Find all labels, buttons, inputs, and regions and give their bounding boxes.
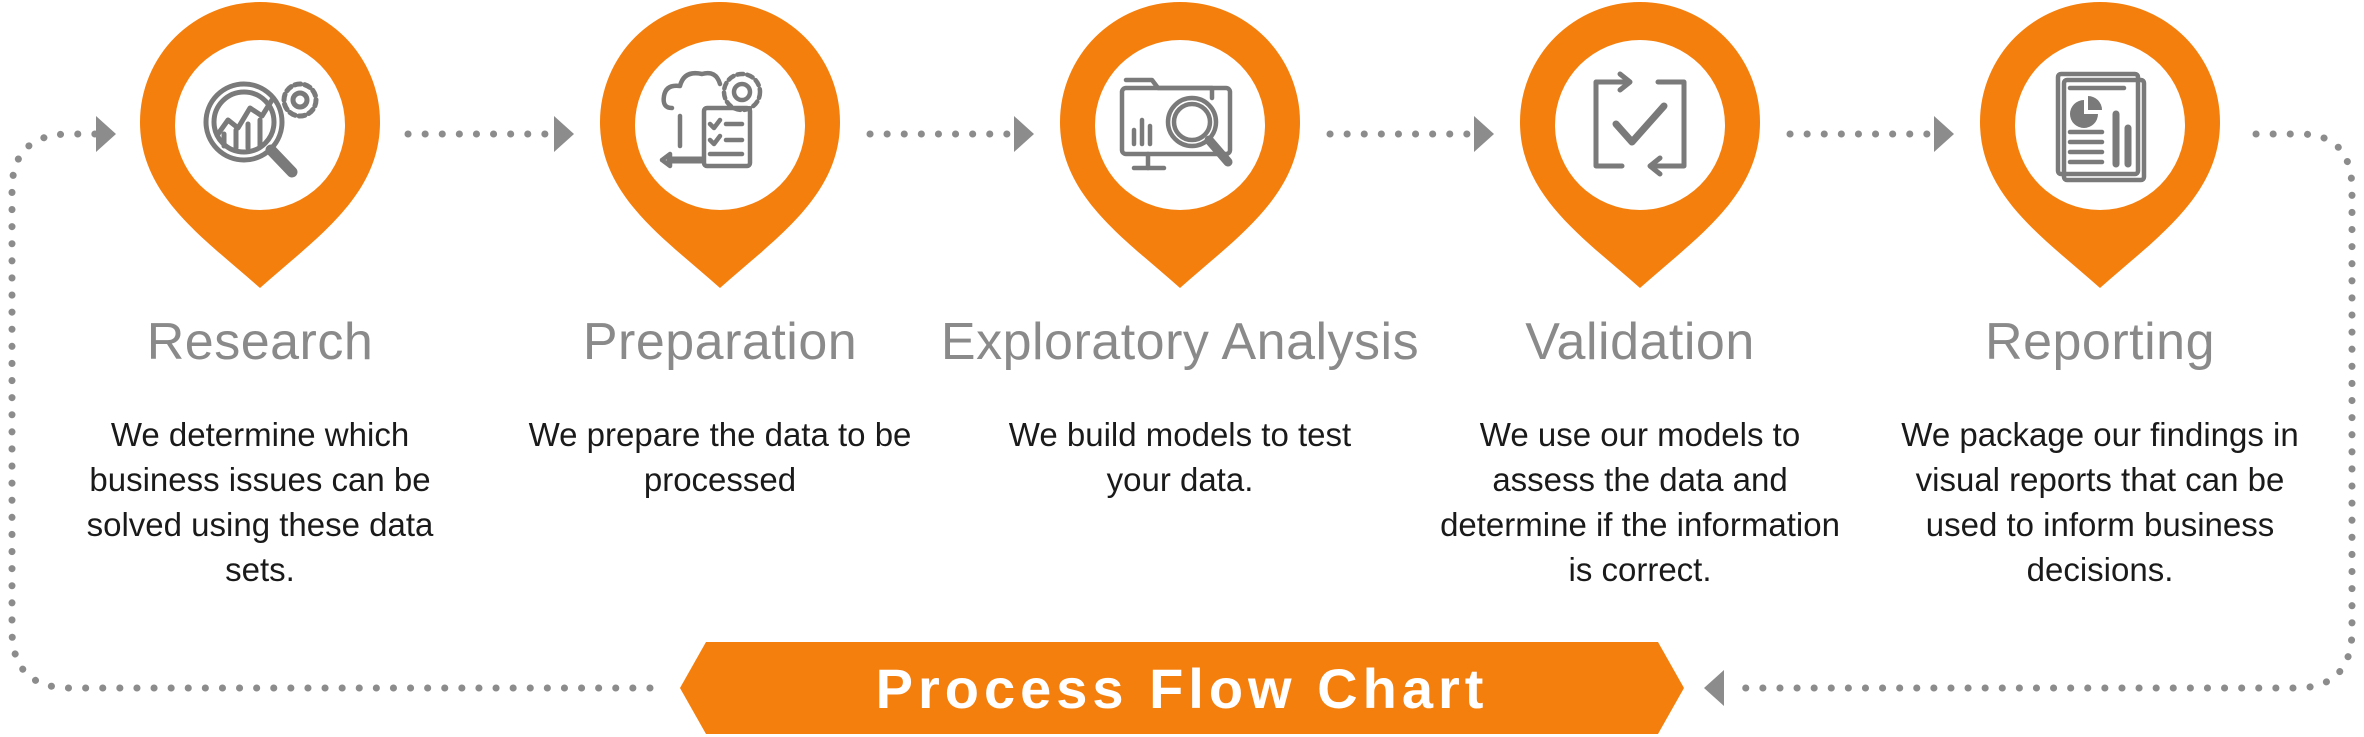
arrowhead-to-exploratory: [1014, 116, 1034, 152]
location-pin: [1520, 2, 1760, 288]
step-reporting: Reporting We package our findings in vis…: [1840, 0, 2360, 737]
location-pin: [1980, 2, 2220, 288]
monitor-magnifier-icon: [1119, 77, 1233, 171]
report-document-icon: [2055, 71, 2147, 183]
arrowhead-to-preparation: [554, 116, 574, 152]
step-title: Exploratory Analysis: [940, 313, 1420, 371]
step-description: We use our models to assess the data and…: [1440, 416, 1840, 588]
step-research: Research We determine which business iss…: [0, 0, 520, 737]
step-title: Validation: [1525, 313, 1755, 371]
banner-shape: [680, 642, 1684, 734]
step-description: We build models to test your data.: [1008, 416, 1352, 498]
step-exploratory-analysis: Exploratory Analysis We build models to …: [920, 0, 1440, 737]
location-pin: [1060, 2, 1300, 288]
step-title: Reporting: [1985, 313, 2215, 371]
location-pin: [140, 2, 380, 288]
step-description: We determine which business issues can b…: [86, 416, 434, 588]
step-title: Research: [146, 313, 374, 371]
loop-connector-right: [1728, 130, 2356, 692]
cloud-gear-checklist-icon: [659, 70, 763, 169]
location-pin: [600, 2, 840, 288]
step-description: We package our findings in visual report…: [1901, 416, 2299, 588]
banner-label: Process Flow Chart: [875, 657, 1489, 720]
step-description: We prepare the data to be processed: [528, 416, 912, 498]
arrowhead-to-banner: [1704, 670, 1724, 706]
magnifier-chart-gear-icon: [203, 81, 319, 178]
arrowhead-to-reporting: [1934, 116, 1954, 152]
loop-connector-left: [8, 130, 654, 692]
step-title: Preparation: [582, 313, 858, 371]
step-preparation: Preparation We prepare the data to be pr…: [460, 0, 980, 737]
arrowhead-to-validation: [1474, 116, 1494, 152]
arrowhead-to-research: [96, 116, 116, 152]
step-validation: Validation We use our models to assess t…: [1380, 0, 1900, 737]
checkbox-refresh-icon: [1593, 71, 1687, 177]
